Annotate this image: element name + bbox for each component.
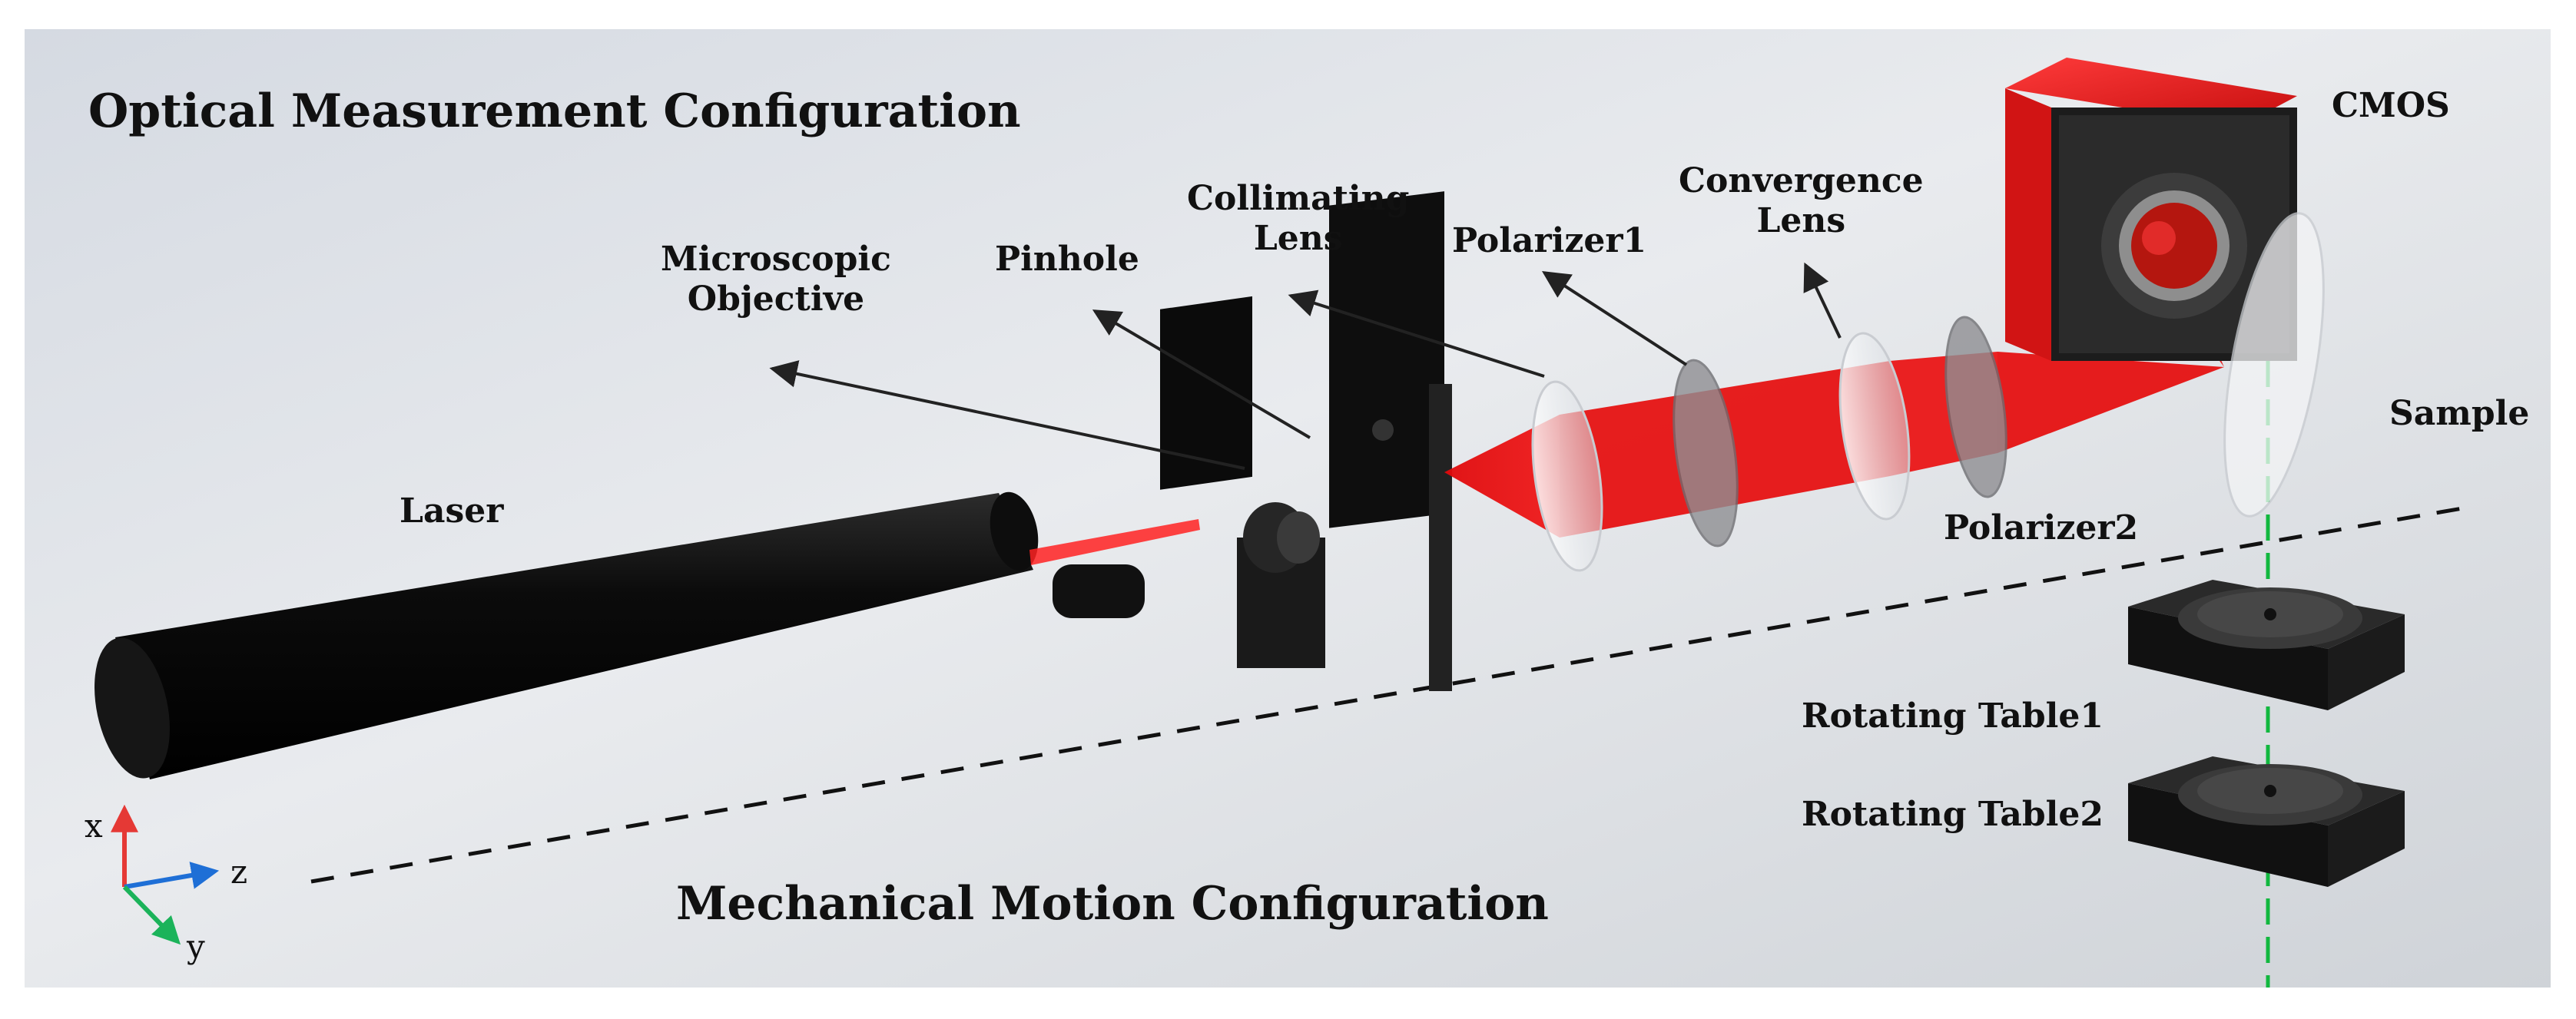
label-polarizer1: Polarizer1 [1452,221,1647,260]
label-pinhole: Pinhole [995,240,1139,279]
label-sample: Sample [2389,394,2530,433]
cmos-camera [2005,58,2297,361]
convergence-lens-disc [1838,332,1911,521]
z-axis-arrow [124,862,220,889]
arrow-pinhole [1092,309,1311,439]
label-microscopic-line1: Microscopic [661,240,891,279]
laser-body [94,491,1039,779]
coordinate-axes [111,804,220,945]
axis-label-y: y [187,928,205,965]
label-laser: Laser [399,491,504,531]
pinhole-mount [1053,191,1452,691]
axis-label-z: z [230,853,248,891]
polarizer2-disc [1944,316,2007,498]
arrow-convergence-lens [1803,262,1842,339]
axis-label-x: x [85,807,103,845]
label-convergence-lens: Convergence Lens [1679,161,1924,241]
rotating-table1 [2128,580,2405,710]
mechanical-config-title: Mechanical Motion Configuration [676,877,1549,931]
label-collimating-lens: Collimating Lens [1187,179,1409,259]
label-convergence-lens-line2: Lens [1756,200,1846,240]
arrow-collimating-lens [1288,289,1545,378]
label-rotating-table2: Rotating Table2 [1802,795,2104,834]
pointer-arrows [769,262,1842,470]
label-microscopic-objective: Microscopic Objective [661,240,891,319]
sample-disc [2223,212,2325,518]
label-polarizer2: Polarizer2 [1944,508,2139,548]
label-rotating-table1: Rotating Table1 [1802,696,2104,736]
label-convergence-line1: Convergence [1679,161,1924,200]
rotating-table2 [2128,756,2405,887]
label-lens-line2: Lens [1253,218,1343,258]
y-axis-arrow [122,885,181,945]
label-cmos: CMOS [2332,86,2450,125]
laser-beam-thin [1029,519,1200,565]
collimating-lens-disc [1531,380,1603,572]
optical-config-title: Optical Measurement Configuration [88,84,1021,138]
separator-dashed-line [310,506,2463,884]
polarizer1-disc [1673,359,1739,548]
label-objective-line2: Objective [687,279,865,319]
arrow-microscopic-objective [769,360,1245,470]
arrow-polarizer1 [1541,271,1688,366]
label-collimating-line1: Collimating [1187,179,1410,218]
